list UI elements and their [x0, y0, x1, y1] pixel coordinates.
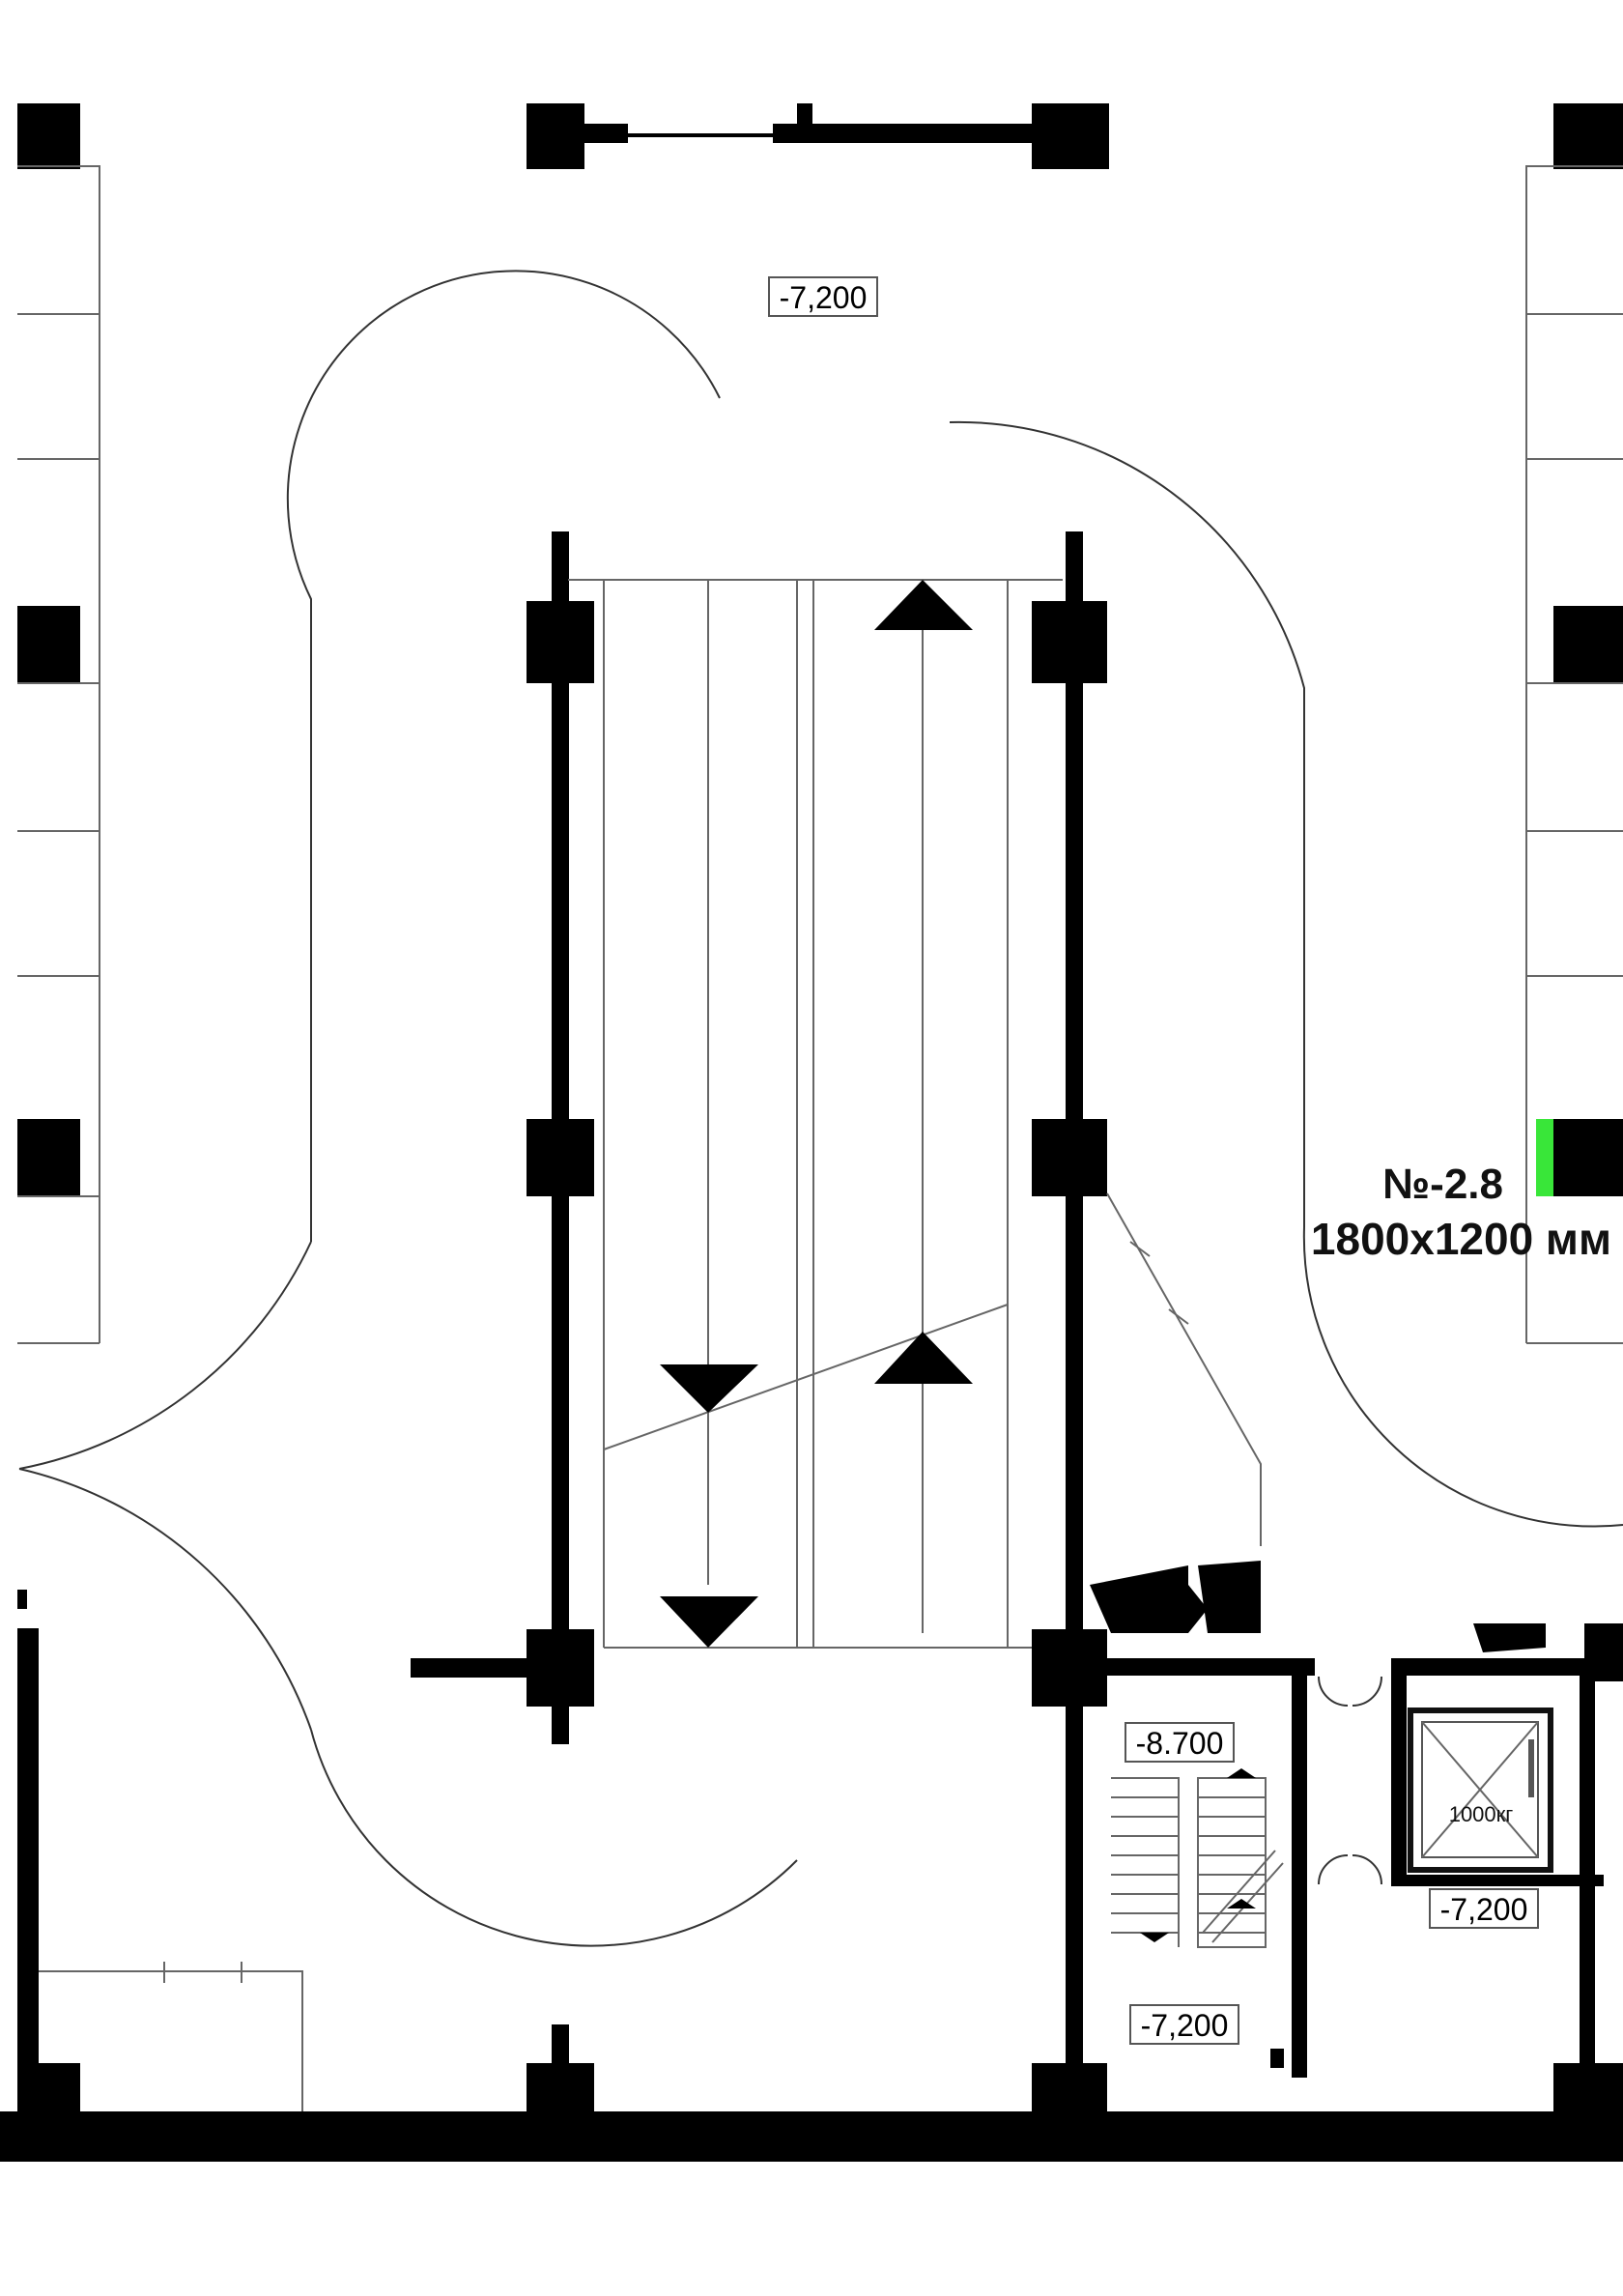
ramp-arrows — [660, 580, 973, 1648]
svg-text:-7,200: -7,200 — [1440, 1892, 1528, 1927]
slot-size: 1800x1200 мм — [1310, 1214, 1611, 1264]
arrow-down-bottom — [660, 1596, 758, 1648]
drive-curves — [18, 270, 1623, 1947]
right-stalls — [1525, 103, 1623, 1344]
arrow-up-top — [874, 580, 973, 630]
elevator-capacity: 1000кг — [1449, 1802, 1514, 1826]
arrow-down-middle — [660, 1364, 758, 1413]
svg-text:-8.700: -8.700 — [1136, 1726, 1224, 1761]
svg-text:-7,200: -7,200 — [780, 280, 868, 315]
highlighted-slot — [1536, 1119, 1553, 1196]
slot-number: №-2.8 — [1382, 1161, 1503, 1208]
level-lobby: -7,200 — [1429, 1888, 1539, 1929]
parking-slot-label: №-2.8 1800x1200 мм — [1311, 1160, 1611, 1268]
svg-text:-7,200: -7,200 — [1141, 2008, 1229, 2043]
arrow-up-middle — [874, 1332, 973, 1384]
level-top: -7,200 — [768, 276, 878, 317]
stair-core — [1032, 1561, 1623, 2129]
level-stair-top: -8.700 — [1125, 1722, 1235, 1763]
bottom-wall — [0, 2024, 1623, 2162]
top-wall — [527, 103, 1109, 169]
level-stair-bottom: -7,200 — [1129, 2004, 1239, 2045]
left-stalls — [17, 103, 100, 1344]
left-bottom-walls — [17, 1590, 303, 2126]
ramp-walls — [411, 531, 1107, 1744]
